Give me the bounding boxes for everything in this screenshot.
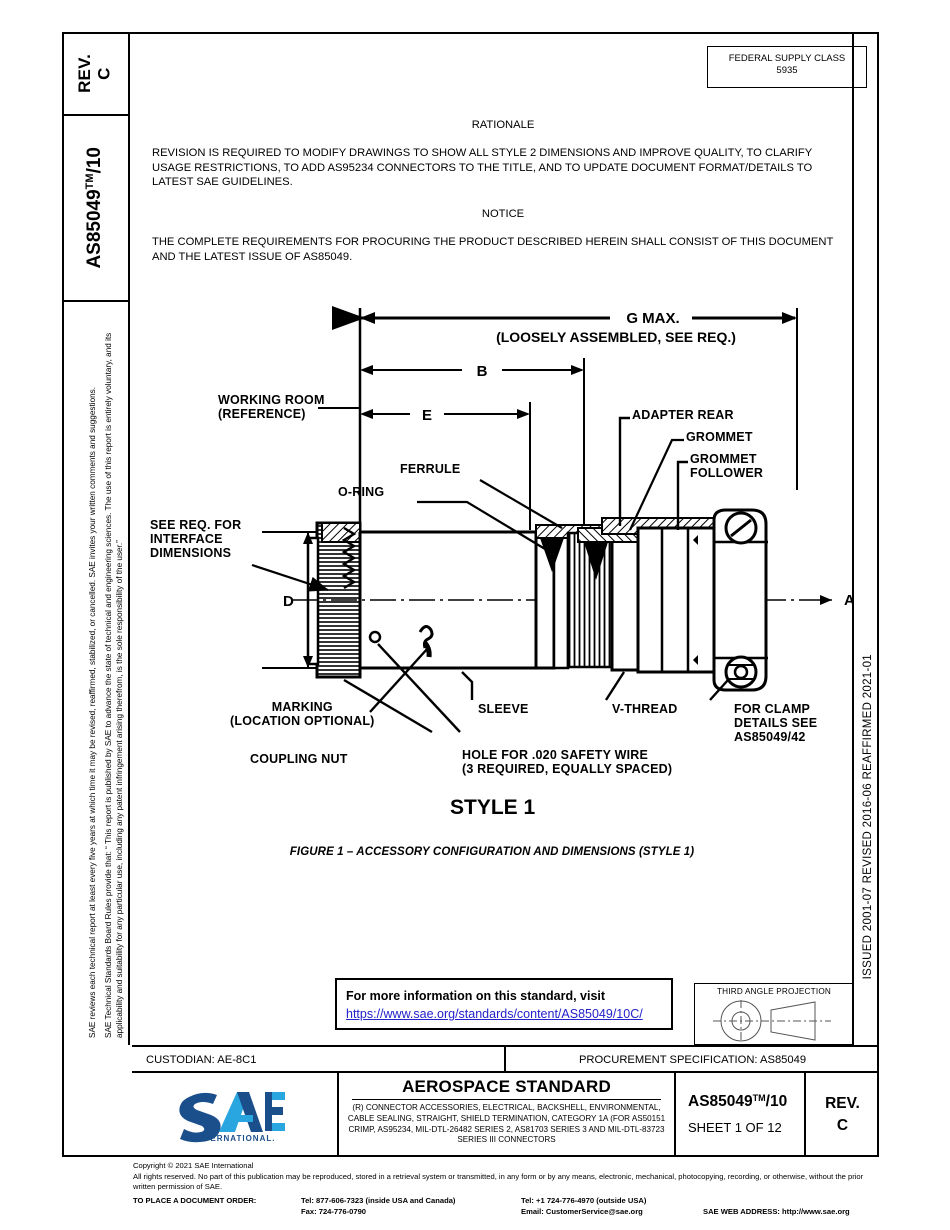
- tel-inside-usa: Tel: 877-606-7323 (inside USA and Canada…: [301, 1195, 456, 1205]
- figure-caption: FIGURE 1 – ACCESSORY CONFIGURATION AND D…: [289, 846, 695, 858]
- custodian-cell: CUSTODIAN: AE-8C1: [132, 1047, 506, 1073]
- revision-value: C: [95, 66, 114, 80]
- third-angle-title: THIRD ANGLE PROJECTION: [716, 987, 832, 996]
- email-address: Email: CustomerService@sae.org: [521, 1206, 643, 1216]
- web-address: SAE WEB ADDRESS: http://www.sae.org: [703, 1206, 850, 1216]
- document-id-box: AS85049TM/10: [62, 116, 128, 302]
- coupling-nut-label: COUPLING NUT: [250, 752, 348, 766]
- fax-number: Fax: 724-776-0790: [301, 1206, 367, 1216]
- v-thread-label: V-THREAD: [612, 702, 678, 716]
- document-number-cell: AS85049TM/10 SHEET 1 OF 12: [676, 1073, 806, 1157]
- dimension-e-label: E: [422, 407, 432, 424]
- marking-label: MARKING(LOCATION OPTIONAL): [230, 700, 375, 728]
- revision-label: REV.: [75, 53, 95, 93]
- dimension-b-label: B: [477, 363, 488, 380]
- rationale-heading: RATIONALE: [471, 119, 535, 131]
- custodian-row: CUSTODIAN: AE-8C1 PROCUREMENT SPECIFICAT…: [132, 1045, 879, 1073]
- rationale-notice-block: RATIONALE REVISION IS REQUIRED TO MODIFY…: [152, 118, 854, 264]
- tel-outside-usa: Tel: +1 724-776-4970 (outside USA): [521, 1195, 647, 1205]
- dimension-d-label: D: [283, 593, 294, 610]
- sae-logo: INTERNATIONAL.: [132, 1073, 339, 1157]
- title-doc-number: AS85049: [688, 1093, 753, 1110]
- svg-text:INTERNATIONAL.: INTERNATIONAL.: [194, 1134, 275, 1143]
- working-room-label: WORKING ROOM(REFERENCE): [218, 393, 325, 421]
- drawing-sheet-border: [62, 32, 879, 1157]
- title-doc-tm: TM: [752, 1093, 766, 1103]
- page-footer: Copyright © 2021 SAE International All r…: [133, 1161, 883, 1220]
- notice-body: THE COMPLETE REQUIREMENTS FOR PROCURING …: [152, 235, 834, 263]
- adapter-rear-label: ADAPTER REAR: [632, 408, 734, 422]
- more-info-heading: For more information on this standard, v…: [346, 989, 606, 1003]
- ferrule-label: FERRULE: [400, 462, 461, 476]
- dimension-g-note: (LOOSELY ASSEMBLED, SEE REQ.): [496, 329, 736, 345]
- standards-board-boilerplate: SAE Technical Standards Board Rules prov…: [62, 302, 128, 1045]
- title-revision-cell: REV. C: [806, 1073, 879, 1157]
- figure-1-drawing: G MAX. (LOOSELY ASSEMBLED, SEE REQ.) B E: [132, 280, 852, 850]
- right-margin-column: ISSUED 2001-07 REVISED 2016-06 REAFFIRME…: [852, 32, 879, 1045]
- boilerplate-paragraph-2: SAE reviews each technical report at lea…: [87, 386, 97, 1038]
- axis-a-label: A: [844, 592, 852, 609]
- sheet-number: SHEET 1 OF 12: [688, 1120, 782, 1135]
- title-rev-label: REV.: [825, 1095, 860, 1112]
- third-angle-symbol-icon: [713, 1000, 831, 1042]
- standard-description: (R) CONNECTOR ACCESSORIES, ELECTRICAL, B…: [347, 1103, 666, 1145]
- revision-box: REV.C: [62, 32, 128, 116]
- sleeve-label: SLEEVE: [478, 702, 529, 716]
- order-info-row: TO PLACE A DOCUMENT ORDER: Tel: 877-606-…: [133, 1196, 883, 1220]
- connector-assembly-svg: G MAX. (LOOSELY ASSEMBLED, SEE REQ.) B E: [251, 306, 852, 734]
- style-label: STYLE 1: [450, 796, 536, 819]
- left-margin-column: REV.C AS85049TM/10 SAE Technical Standar…: [62, 32, 130, 1045]
- title-block: INTERNATIONAL. AEROSPACE STANDARD (R) CO…: [132, 1073, 879, 1157]
- title-doc-suffix: /10: [765, 1093, 788, 1110]
- fsc-title: FEDERAL SUPPLY CLASS: [728, 53, 846, 64]
- federal-supply-class-box: FEDERAL SUPPLY CLASS 5935: [707, 46, 867, 88]
- boilerplate-paragraph-1: SAE Technical Standards Board Rules prov…: [103, 332, 124, 1038]
- third-angle-projection-box: THIRD ANGLE PROJECTION: [694, 983, 852, 1045]
- standard-url-link[interactable]: https://www.sae.org/standards/content/AS…: [346, 1007, 643, 1022]
- document-id: AS85049: [84, 189, 105, 269]
- copyright-line: Copyright © 2021 SAE International: [133, 1161, 254, 1170]
- o-ring-label: O-RING: [338, 485, 385, 499]
- more-information-box: For more information on this standard, v…: [335, 978, 673, 1030]
- procurement-spec-cell: PROCUREMENT SPECIFICATION: AS85049: [578, 1054, 807, 1066]
- revision-dates: ISSUED 2001-07 REVISED 2016-06 REAFFIRME…: [854, 597, 881, 1037]
- revision-dates-text: ISSUED 2001-07 REVISED 2016-06 REAFFIRME…: [861, 654, 874, 980]
- title-cell: AEROSPACE STANDARD (R) CONNECTOR ACCESSO…: [339, 1073, 676, 1157]
- order-label: TO PLACE A DOCUMENT ORDER:: [133, 1195, 257, 1205]
- fsc-value: 5935: [776, 64, 798, 76]
- safety-wire-hole-label: HOLE FOR .020 SAFETY WIRE(3 REQUIRED, EQ…: [462, 748, 673, 776]
- standard-type: AEROSPACE STANDARD: [402, 1077, 611, 1096]
- trademark-mark: TM: [84, 173, 96, 190]
- document-id-suffix: /10: [84, 147, 105, 174]
- sae-international-logo-icon: INTERNATIONAL.: [178, 1092, 285, 1143]
- notice-heading: NOTICE: [481, 208, 525, 221]
- dimension-g-label: G MAX.: [626, 310, 679, 327]
- title-rev-value: C: [836, 1117, 849, 1135]
- rights-line: All rights reserved. No part of this pub…: [133, 1171, 864, 1192]
- grommet-label: GROMMET: [686, 430, 753, 444]
- rationale-body: REVISION IS REQUIRED TO MODIFY DRAWINGS …: [152, 146, 813, 189]
